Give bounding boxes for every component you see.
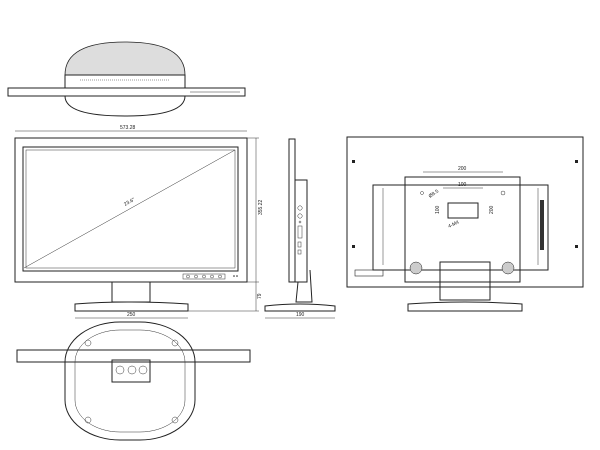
left-vertical-dimension: 100	[435, 205, 441, 214]
base-width-dimension: 250	[127, 312, 136, 318]
diagonal-dimension: 23.6"	[123, 197, 136, 208]
hole-diameter-label: Ø8.5	[428, 188, 441, 199]
top-view	[7, 41, 246, 117]
stand-height-dimension: 79	[257, 293, 263, 299]
outer-hole-dimension: 200	[458, 166, 467, 172]
inner-hole-dimension: 100	[458, 182, 467, 188]
back-view: 200 100 Ø8.5 100 200 4-M4	[346, 136, 584, 312]
front-view: 573.28 23.6" 355.22 79 250	[14, 125, 264, 319]
bottom-view	[16, 321, 251, 441]
height-dimension: 355.22	[258, 199, 264, 215]
side-view: 190	[264, 138, 336, 319]
screw-label: 4-M4	[447, 219, 460, 229]
width-dimension: 573.28	[120, 125, 136, 131]
depth-dimension: 190	[296, 312, 305, 318]
right-vertical-dimension: 200	[489, 205, 495, 214]
